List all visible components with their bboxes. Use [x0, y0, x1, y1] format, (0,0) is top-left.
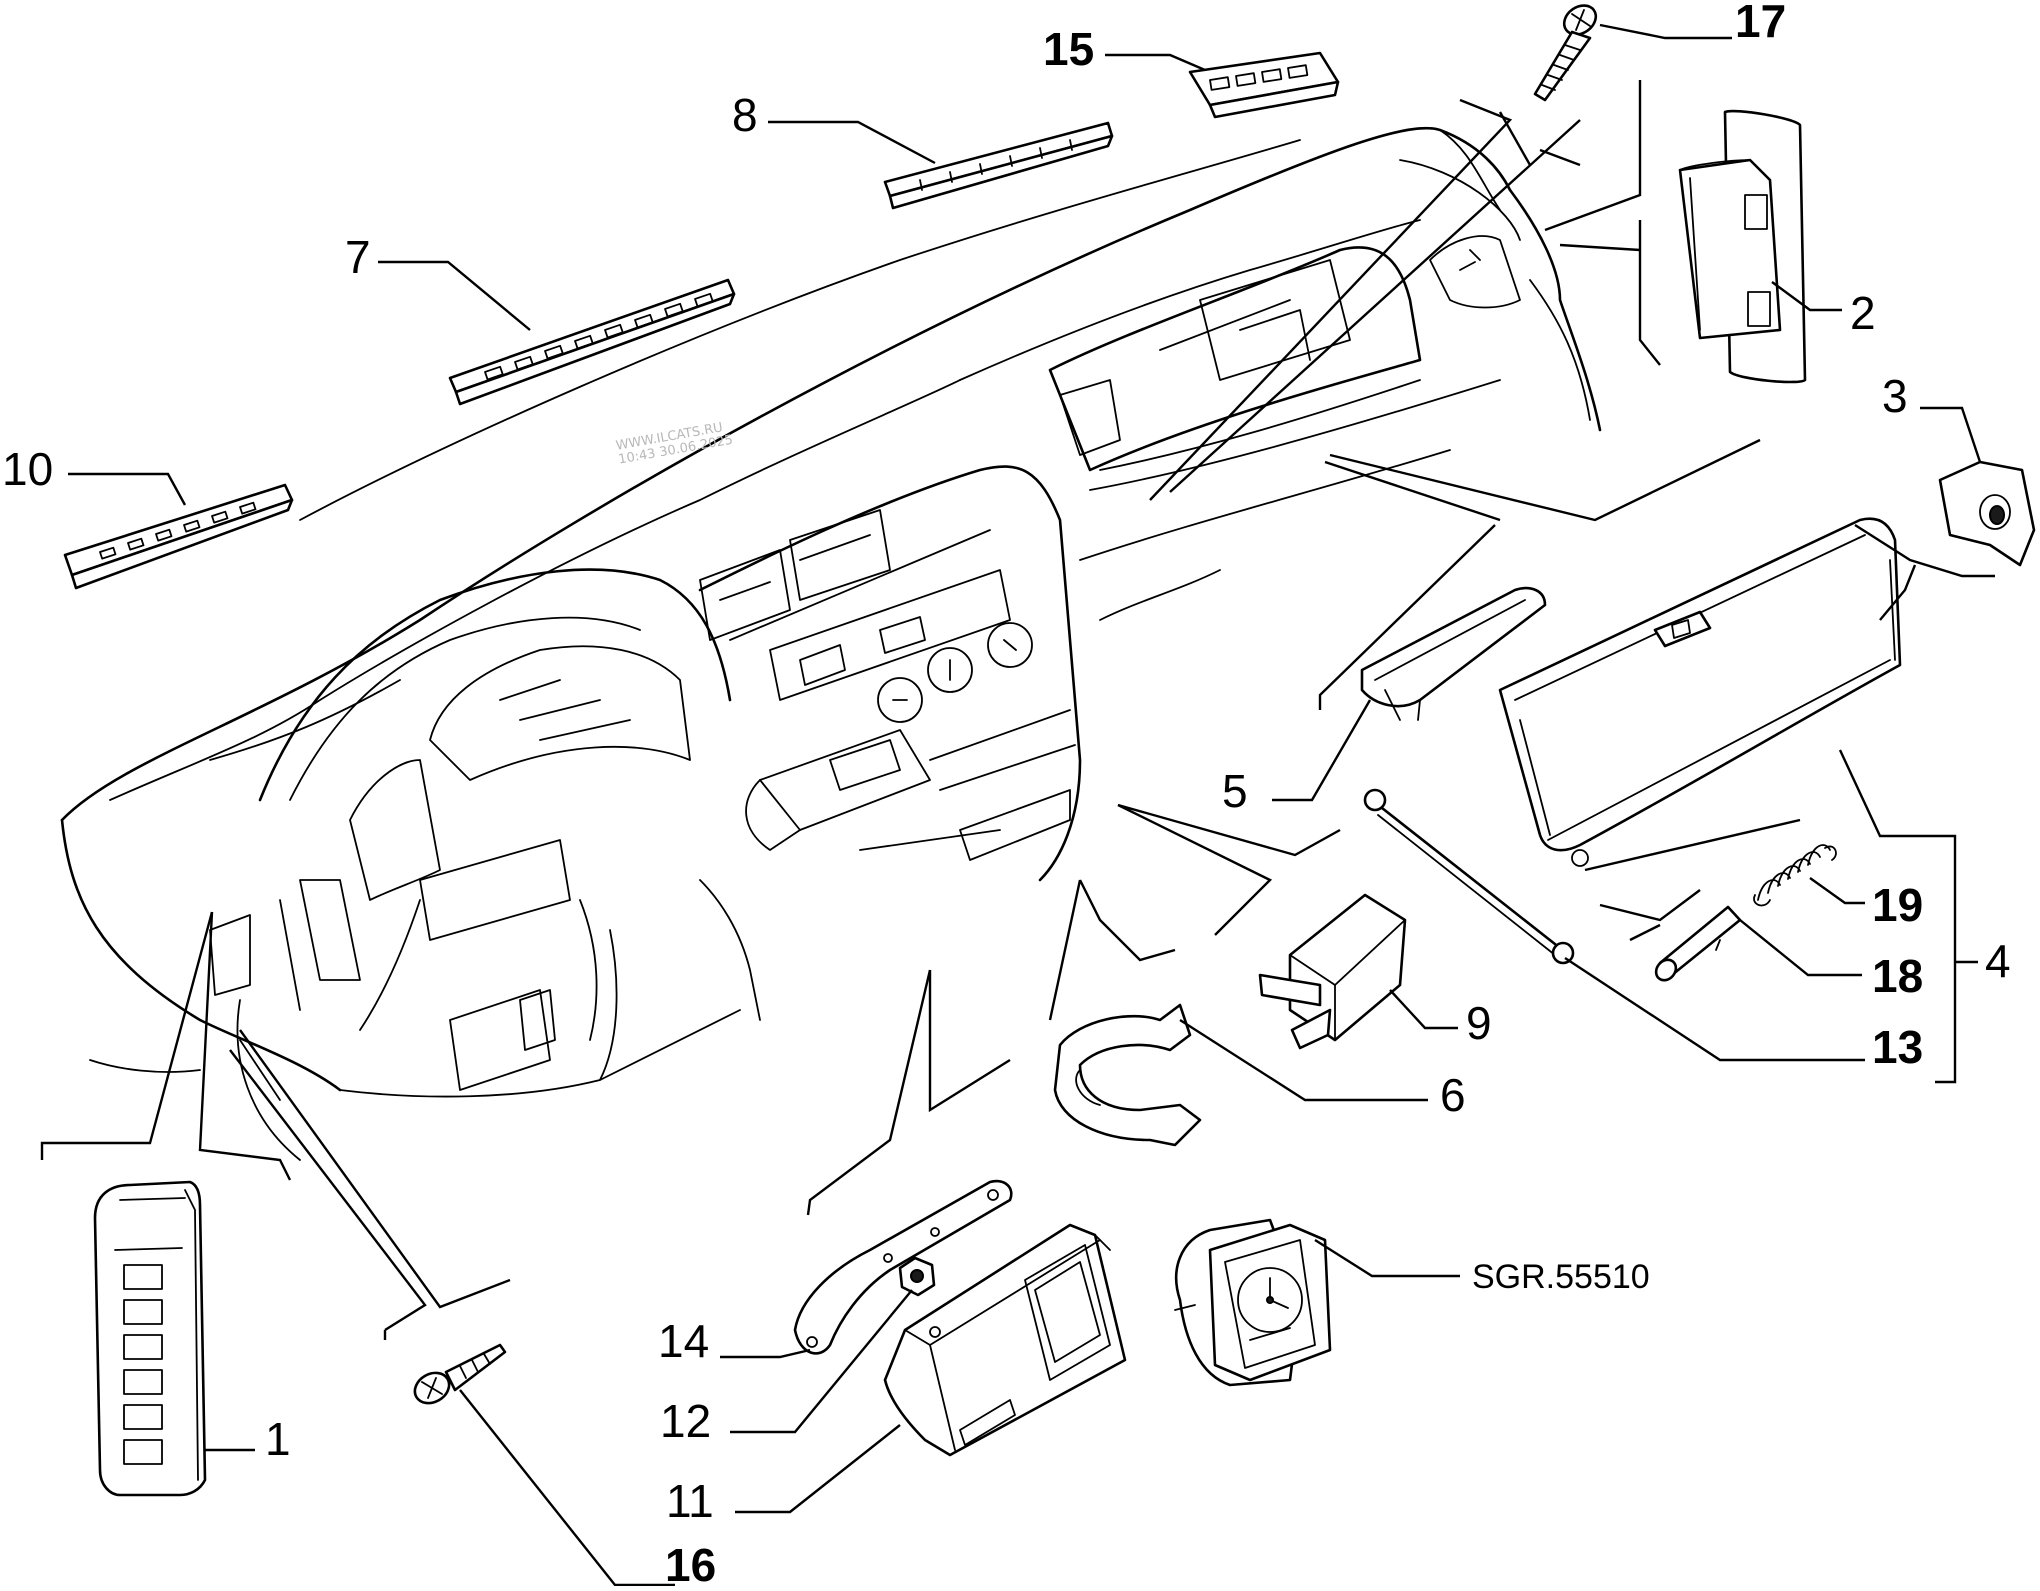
part-18-pin — [1654, 905, 1742, 982]
leader-lines — [68, 23, 1982, 1586]
dashboard-body — [60, 126, 1602, 1161]
callout-12: 12 — [660, 1395, 712, 1447]
callout-3: 3 — [1882, 370, 1908, 422]
part-12-nut — [898, 1256, 936, 1297]
callout-17: 17 — [1735, 0, 1787, 47]
callout-5: 5 — [1222, 765, 1248, 817]
callout-2: 2 — [1850, 287, 1876, 339]
part-5-trim-strip — [1360, 586, 1547, 721]
callout-9: 9 — [1466, 997, 1492, 1049]
callout-15: 15 — [1043, 23, 1095, 75]
part-17-screw — [1533, 4, 1598, 102]
callout-4: 4 — [1985, 935, 2011, 987]
part-4-glovebox-lid — [1498, 517, 1902, 867]
part-9-clip — [1258, 893, 1407, 1050]
part-1-switch-panel — [93, 1180, 207, 1497]
part-3-latch — [1938, 460, 2036, 567]
part-15-small-grille — [1188, 51, 1340, 119]
part-14-support-bracket — [793, 1179, 1013, 1355]
part-11-speaker-housing — [883, 1223, 1127, 1457]
part-6-bracket — [1053, 1003, 1202, 1147]
callout-19: 19 — [1872, 879, 1924, 931]
callout-10: 10 — [2, 443, 54, 495]
part-13-stay-rod — [1363, 788, 1575, 965]
part-7-vent-strip — [448, 278, 736, 406]
callout-11: 11 — [666, 1475, 714, 1527]
callout-6: 6 — [1440, 1069, 1466, 1121]
part-16-screw — [413, 1343, 507, 1405]
callout-8: 8 — [732, 89, 758, 141]
part-19-spring — [1753, 844, 1837, 907]
callout-1: 1 — [265, 1413, 291, 1465]
callout-16: 16 — [665, 1539, 717, 1591]
explosion-lines — [40, 80, 1995, 1340]
clock-assembly — [1174, 1218, 1332, 1387]
callout-7: 7 — [345, 231, 371, 283]
part-8-vent-strip — [883, 121, 1114, 210]
callout-18: 18 — [1872, 950, 1924, 1002]
callout-14: 14 — [658, 1315, 710, 1367]
part-10-vent-strip — [63, 483, 294, 590]
reference-code: SGR.55510 — [1472, 1258, 1650, 1296]
callout-13: 13 — [1872, 1021, 1924, 1073]
part-2-switch-panel — [1678, 109, 1807, 384]
